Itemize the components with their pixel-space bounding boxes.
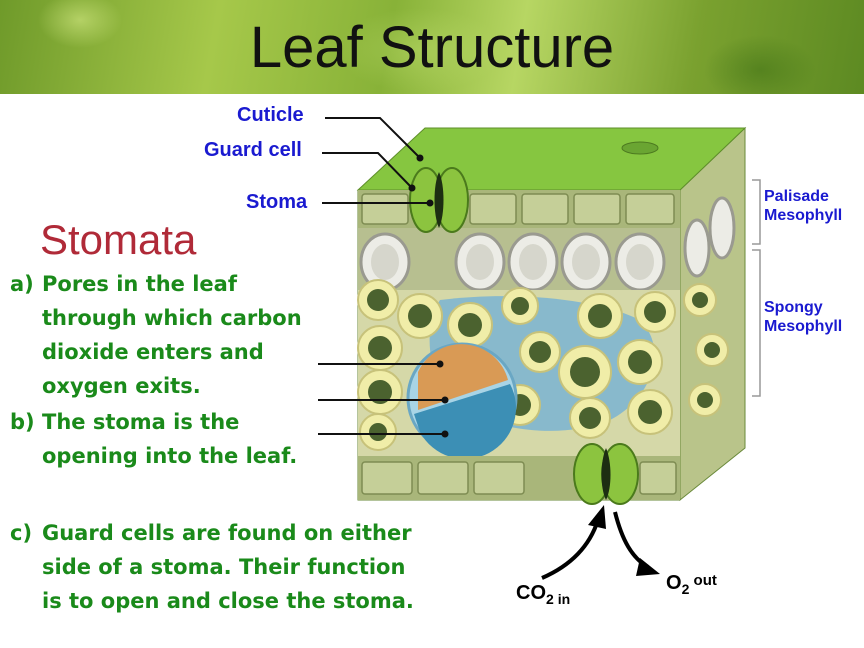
co2-text: CO (516, 582, 546, 604)
lower-stoma-opening (601, 448, 611, 500)
spongy-line-2: Mesophyll (764, 318, 843, 335)
o2-arrowhead (636, 558, 660, 576)
lower-epidermis-cells (361, 461, 677, 495)
palisade-line-1: Palisade (764, 188, 829, 205)
point-c-line-3: is to open and close the stoma. (42, 589, 414, 613)
top-stoma-pore (621, 141, 659, 155)
leader-lines (318, 117, 445, 435)
point-c-marker: c) (10, 521, 33, 545)
upper-guard-cells (409, 167, 469, 233)
o2-subscript: 2 (681, 581, 690, 597)
point-b-line-1: The stoma is the (42, 410, 240, 434)
spongy-bracket (752, 249, 761, 397)
stomata-point-c: c) Guard cells are found on either side … (10, 516, 450, 618)
point-b-line-2: opening into the leaf. (42, 444, 298, 468)
slide-title: Leaf Structure (249, 15, 615, 80)
point-a-line-1: Pores in the leaf (42, 272, 237, 296)
co2-in-label: CO2 in (516, 582, 570, 607)
o2-out-text: out (689, 572, 717, 589)
o2-out-word: out (693, 572, 717, 589)
spongy-mesophyll-label: Spongy Mesophyll (764, 298, 842, 336)
o2-out-arrow (613, 511, 650, 569)
point-a-line-4: oxygen exits. (42, 374, 201, 398)
guard-cell-label: Guard cell (204, 139, 302, 161)
stomata-point-a: a) Pores in the leaf through which carbo… (10, 267, 330, 403)
upper-stoma-opening (434, 172, 444, 228)
leaf-texture-banner (0, 0, 864, 94)
point-a-line-3: dioxide enters and (42, 340, 264, 364)
spongy-line-1: Spongy (764, 299, 823, 316)
palisade-cell-interiors (371, 244, 654, 280)
stomata-point-b: b) The stoma is the opening into the lea… (10, 405, 330, 473)
guard-cell-leader (322, 152, 413, 189)
upper-epidermis-cells (361, 193, 675, 225)
palisade-bracket (752, 179, 761, 245)
leader-dots (408, 154, 449, 438)
cuticle-leader (325, 117, 421, 159)
point-c-line-1: Guard cells are found on either (42, 521, 412, 545)
phloem (414, 384, 516, 459)
o2-out-label: O2 out (666, 572, 717, 597)
cuticle-label: Cuticle (237, 104, 304, 126)
co2-in-text: in (554, 591, 570, 607)
point-b-marker: b) (10, 410, 35, 434)
point-c-line-2: side of a stoma. Their function (42, 555, 406, 579)
co2-subscript: 2 (546, 591, 554, 607)
chloroplasts (367, 289, 720, 449)
o2-text: O (666, 572, 682, 594)
co2-arrowhead (588, 505, 606, 529)
stoma-label: Stoma (246, 191, 308, 213)
leaf-side-face (679, 126, 746, 502)
palisade-mesophyll-label: Palisade Mesophyll (764, 187, 842, 225)
co2-in-arrow (541, 519, 600, 580)
leaf-cross-section-diagram (318, 117, 761, 580)
point-a-line-2: through which carbon (42, 306, 302, 330)
mesophyll-brackets (752, 179, 761, 397)
palisade-line-2: Mesophyll (764, 207, 843, 224)
co2-in-word: in (557, 591, 571, 607)
stomata-heading: Stomata (40, 216, 197, 263)
point-a-marker: a) (10, 272, 34, 296)
lower-guard-cells (573, 443, 639, 505)
